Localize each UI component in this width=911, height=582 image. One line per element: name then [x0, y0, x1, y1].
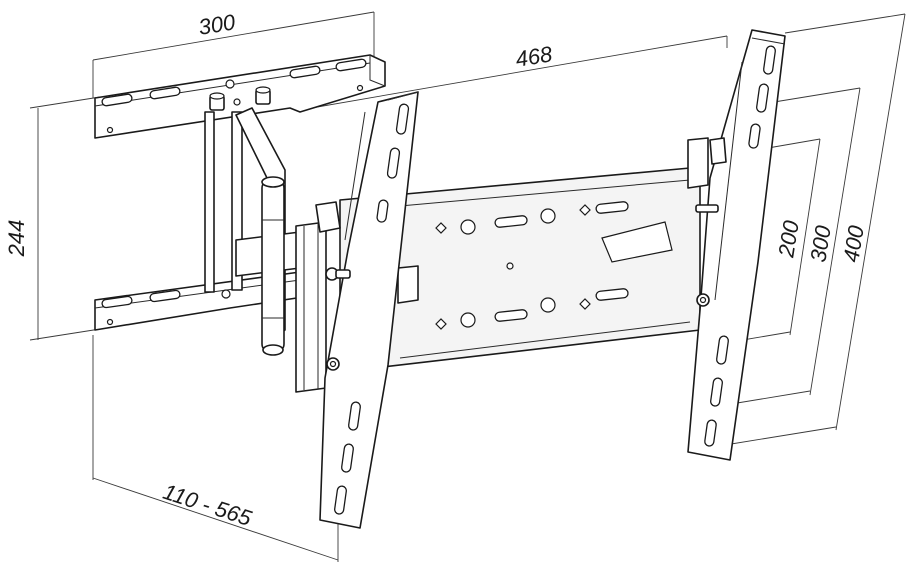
swing-arm: [204, 107, 327, 393]
dim-overall-width: 468: [514, 41, 555, 72]
dim-overall-width-lines: [299, 35, 728, 111]
dim-wall-plate-height: 244: [4, 220, 29, 258]
dim-vesa-200: 200: [773, 218, 804, 260]
wall-rail-top: [94, 54, 386, 139]
tv-arm-left: [315, 91, 419, 529]
dim-extension-lines: [92, 335, 339, 562]
dim-wall-height-lines: [29, 96, 101, 341]
dim-wall-width-lines: [92, 11, 375, 98]
dimension-lines: [29, 11, 906, 562]
wall-plate: [94, 54, 386, 331]
tv-arm-right: [687, 29, 786, 461]
dim-vesa-300: 300: [805, 223, 836, 264]
dim-wall-plate-width: 300: [197, 9, 238, 40]
dim-vesa-400: 400: [838, 223, 869, 264]
dim-extension-range: 110 - 565: [160, 479, 255, 531]
center-frame: [339, 137, 709, 373]
